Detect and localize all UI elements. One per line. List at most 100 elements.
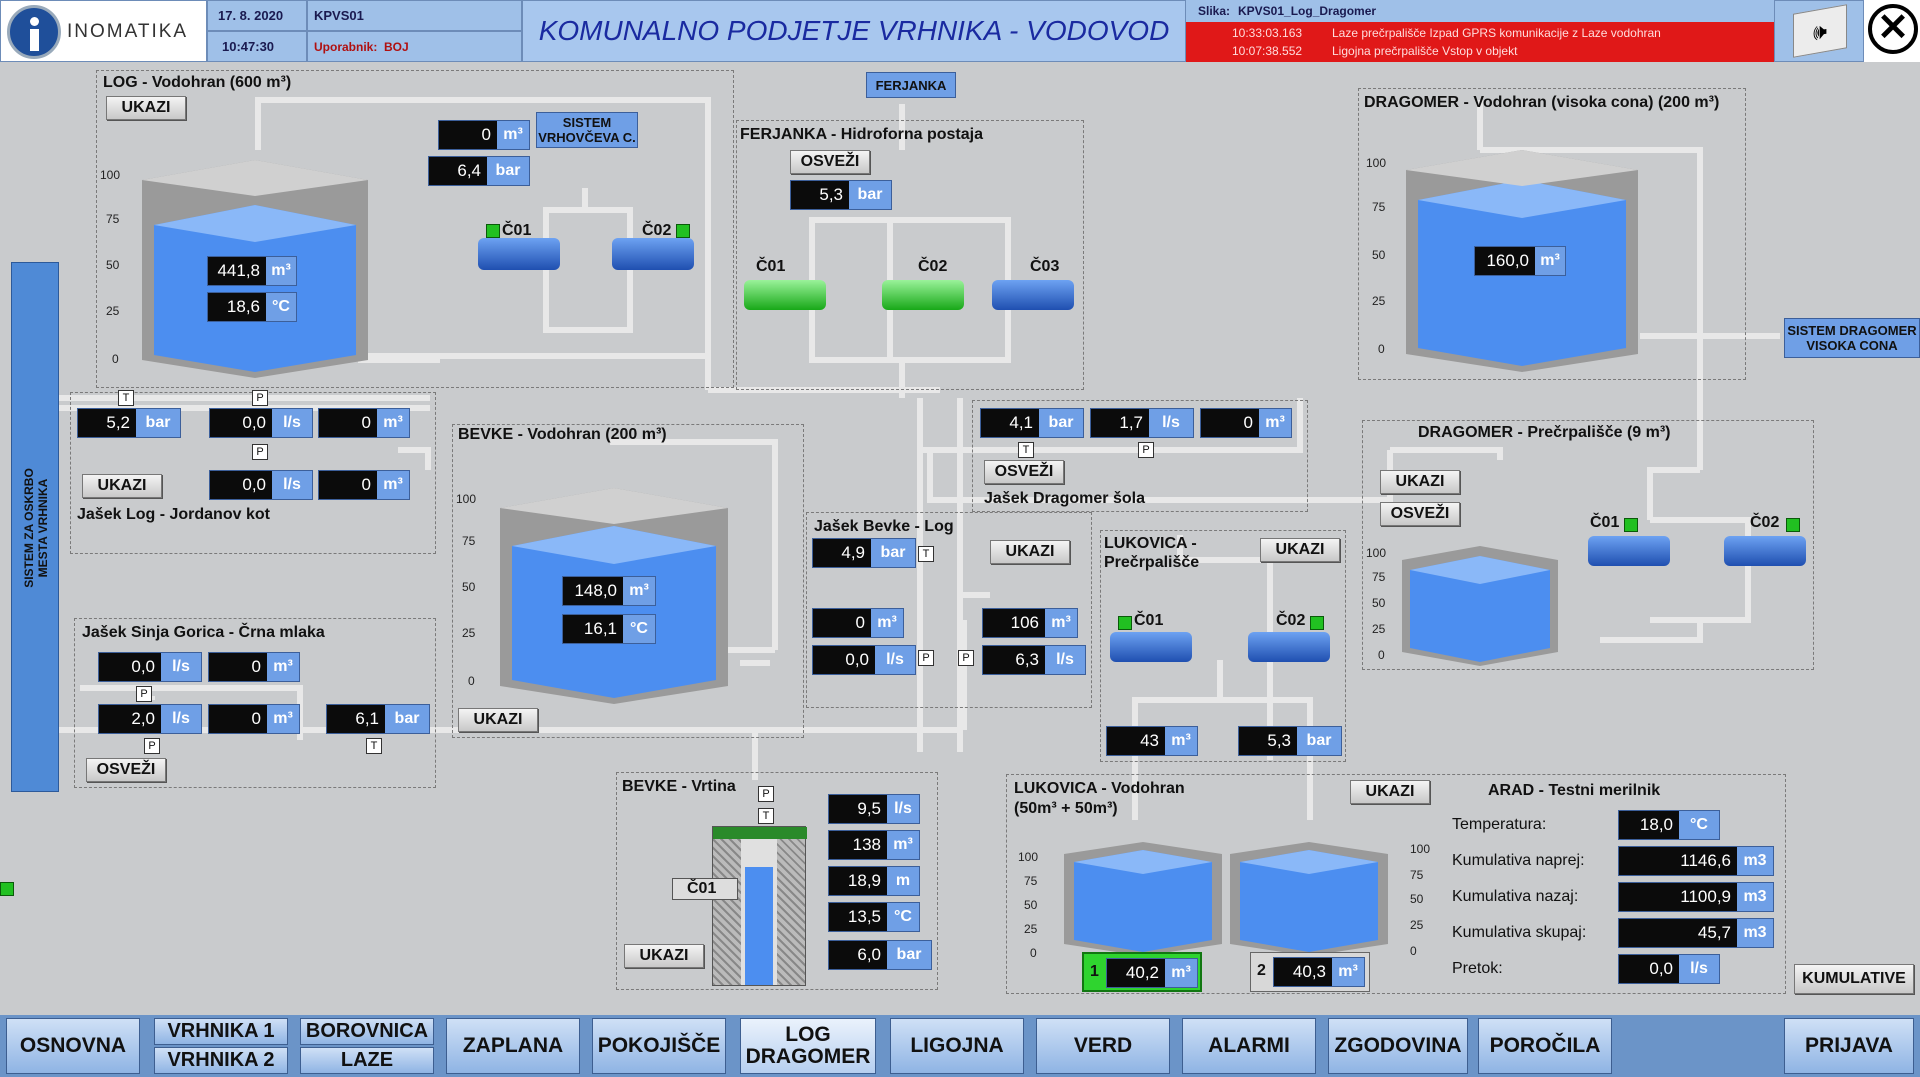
ferjanka-c03-label: Č03 <box>1030 258 1060 275</box>
date: 17. 8. 2020 <box>218 8 284 23</box>
sinja-title: Jašek Sinja Gorica - Črna mlaka <box>82 624 325 641</box>
alarm-panel[interactable]: Slika: KPVS01_Log_Dragomer 10:33:03.163 … <box>1186 0 1774 62</box>
log-pump-c02[interactable] <box>612 238 694 270</box>
logo: INOMATIKA <box>0 0 207 62</box>
info-icon <box>7 5 61 59</box>
user-label: Uporabnik: <box>314 40 378 54</box>
nav-zgodovina[interactable]: ZGODOVINA <box>1328 1018 1468 1074</box>
jasek-log-t-sensor: T <box>118 390 134 406</box>
sidebar-label: SISTEM ZA OSKRBO MESTA VRHNIKA <box>22 468 50 588</box>
bevke-v-ukazi-button[interactable]: UKAZI <box>458 708 538 732</box>
lukovica-c02-status <box>1310 616 1324 630</box>
slika-label: Slika: <box>1198 4 1231 18</box>
vrtina-c01-label: Č01 <box>687 880 717 897</box>
jasek-log-p-sensor2: P <box>252 444 268 460</box>
jasek-log-ukazi-button[interactable]: UKAZI <box>82 474 162 498</box>
sistem-vrhovceva-button[interactable]: SISTEM VRHOVČEVA C. <box>536 112 638 148</box>
dragomer-c01-status <box>1624 518 1638 532</box>
page-title: KOMUNALNO PODJETJE VRHNIKA - VODOVOD <box>522 0 1186 62</box>
lukovica-pump-c01[interactable] <box>1110 632 1192 662</box>
log-title: LOG - Vodohran (600 m³) <box>103 74 292 91</box>
sound-button[interactable]: 🕪 <box>1774 0 1864 62</box>
nav-pokojisce[interactable]: POKOJIŠČE <box>592 1018 726 1074</box>
vrtina-pump-c01[interactable]: Č01 <box>672 878 738 900</box>
dragomer-p-tank <box>1402 546 1558 666</box>
lukovica-p-title: LUKOVICA - Prečrpališče <box>1104 535 1200 571</box>
sinja-osvezi-button[interactable]: OSVEŽI <box>86 758 166 782</box>
dragomer-sola-osvezi-button[interactable]: OSVEŽI <box>984 460 1064 484</box>
section-ferjanka <box>736 120 1084 390</box>
sistem-dragomer-button[interactable]: SISTEM DRAGOMER VISOKA CONA <box>1784 318 1920 358</box>
bevke-log-t-sensor: T <box>918 546 934 562</box>
lukovica-p-ukazi-button[interactable]: UKAZI <box>1260 538 1340 562</box>
sinja-p-sensor2: P <box>144 738 160 754</box>
bevke-log-ukazi-button[interactable]: UKAZI <box>990 540 1070 564</box>
lukovica-tank1-label: 1 <box>1090 963 1099 980</box>
nav-porocila[interactable]: POROČILA <box>1478 1018 1612 1074</box>
bevke-vrtina-ukazi-button[interactable]: UKAZI <box>624 944 704 968</box>
nav-alarmi[interactable]: ALARMI <box>1182 1018 1316 1074</box>
close-button[interactable]: ✕ <box>1864 0 1920 62</box>
nav-vrhnika-2[interactable]: VRHNIKA 2 <box>154 1047 288 1074</box>
log-c02-label: Č02 <box>642 222 672 239</box>
lukovica-v-title: LUKOVICA - Vodohran <box>1014 780 1185 797</box>
arad-temp-label: Temperatura: <box>1452 816 1547 833</box>
section-lukovica-vodohran <box>1006 774 1786 994</box>
nav-ligojna[interactable]: LIGOJNA <box>890 1018 1024 1074</box>
arad-ks-label: Kumulativa skupaj: <box>1452 924 1587 941</box>
bevke-log-title: Jašek Bevke - Log <box>814 518 954 535</box>
vrtina-t-sensor: T <box>758 808 774 824</box>
kumulative-button[interactable]: KUMULATIVE <box>1794 964 1914 994</box>
pipe-network <box>59 97 1780 820</box>
bevke-log-p-sensor: P <box>918 650 934 666</box>
nav-laze[interactable]: LAZE <box>300 1047 434 1074</box>
dragomer-sola-title: Jašek Dragomer šola <box>984 490 1145 507</box>
close-icon: ✕ <box>1868 4 1918 54</box>
lukovica-pump-c02[interactable] <box>1248 632 1330 662</box>
nav-osnovna[interactable]: OSNOVNA <box>6 1018 140 1074</box>
dragomer-p-ukazi-button[interactable]: UKAZI <box>1380 470 1460 494</box>
dragomer-pump-c02[interactable] <box>1724 536 1806 566</box>
sidebar-vrhnika-system[interactable]: SISTEM ZA OSKRBO MESTA VRHNIKA <box>11 262 59 792</box>
section-dragomer-vodohran <box>1358 88 1746 380</box>
lukovica-v-ukazi-button[interactable]: UKAZI <box>1350 780 1430 804</box>
ferjanka-pump-c02[interactable] <box>882 280 964 310</box>
nav-verd[interactable]: VERD <box>1036 1018 1170 1074</box>
nav-zaplana[interactable]: ZAPLANA <box>446 1018 580 1074</box>
sinja-p-sensor: P <box>136 686 152 702</box>
dragomer-pump-c01[interactable] <box>1588 536 1670 566</box>
log-pump-c01[interactable] <box>478 238 560 270</box>
dragomer-p-osvezi-button[interactable]: OSVEŽI <box>1380 502 1460 526</box>
station-id: KPVS01 <box>314 8 364 23</box>
nav-borovnica[interactable]: BOROVNICA <box>300 1018 434 1045</box>
nav-log-dragomer[interactable]: LOG DRAGOMER <box>740 1018 876 1074</box>
ferjanka-button[interactable]: FERJANKA <box>866 72 956 98</box>
lukovica-v-subtitle: (50m³ + 50m³) <box>1014 800 1118 817</box>
nav-prijava[interactable]: PRIJAVA <box>1784 1018 1914 1074</box>
section-sinja-gorica <box>74 618 436 788</box>
log-ukazi-button[interactable]: UKAZI <box>106 96 186 120</box>
arad-title: ARAD - Testni merilnik <box>1488 782 1661 799</box>
ferjanka-pump-c01[interactable] <box>744 280 826 310</box>
alarm2-text: Ligojna prečrpališče Vstop v objekt <box>1332 44 1518 58</box>
dragomer-c02-status <box>1786 518 1800 532</box>
ferjanka-pump-c03[interactable] <box>992 280 1074 310</box>
ferjanka-osvezi-button[interactable]: OSVEŽI <box>790 150 870 174</box>
nav-vrhnika-1[interactable]: VRHNIKA 1 <box>154 1018 288 1045</box>
section-bevke-vodohran <box>452 424 804 738</box>
